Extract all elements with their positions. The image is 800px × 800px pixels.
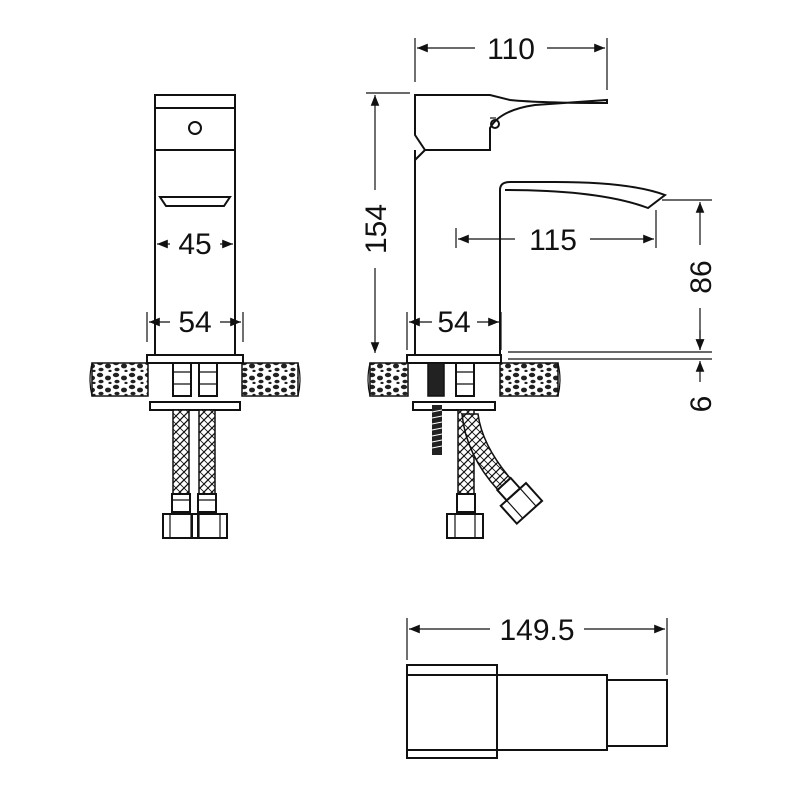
front-hose-right [198,409,216,495]
side-nut-bent [499,481,544,526]
front-base-plate [146,354,244,364]
dim-front-body-width: 45 [157,228,233,261]
dim-label-front-54: 54 [178,306,211,339]
top-base-outline [406,664,498,759]
side-base-plate [406,354,502,364]
dim-label-149-5: 149.5 [499,614,574,647]
dim-counter-thickness: 6 [508,330,718,412]
dim-side-height: 154 [360,92,410,353]
top-spout-outline [406,674,668,751]
dim-front-base-width: 54 [146,306,244,342]
front-view: 45 54 [89,94,301,539]
dim-label-45: 45 [178,228,211,261]
dim-label-154: 154 [360,204,393,254]
front-nut-right [191,513,228,539]
front-aerator-slot [158,196,232,207]
dim-label-6: 6 [685,396,718,413]
dim-label-86: 86 [685,260,718,293]
front-hose-left [172,409,190,495]
side-handle-lever [414,94,608,151]
dim-side-spout-reach: 115 [455,210,657,257]
dim-top-length: 149.5 [406,614,668,675]
dim-side-spout-height: 86 [508,199,718,353]
handle-screw-icon [188,121,202,135]
side-nut-straight [446,513,484,539]
dim-label-110: 110 [487,33,535,66]
dim-label-115: 115 [529,224,577,257]
side-threaded-rod [432,405,442,455]
top-view: 149.5 [406,614,668,759]
dim-label-side-54: 54 [437,306,470,339]
dim-side-depth: 110 [414,33,608,90]
side-body-spout [414,150,668,356]
dim-side-base-width: 54 [406,306,502,350]
side-view: 110 154 115 86 6 [360,33,718,539]
